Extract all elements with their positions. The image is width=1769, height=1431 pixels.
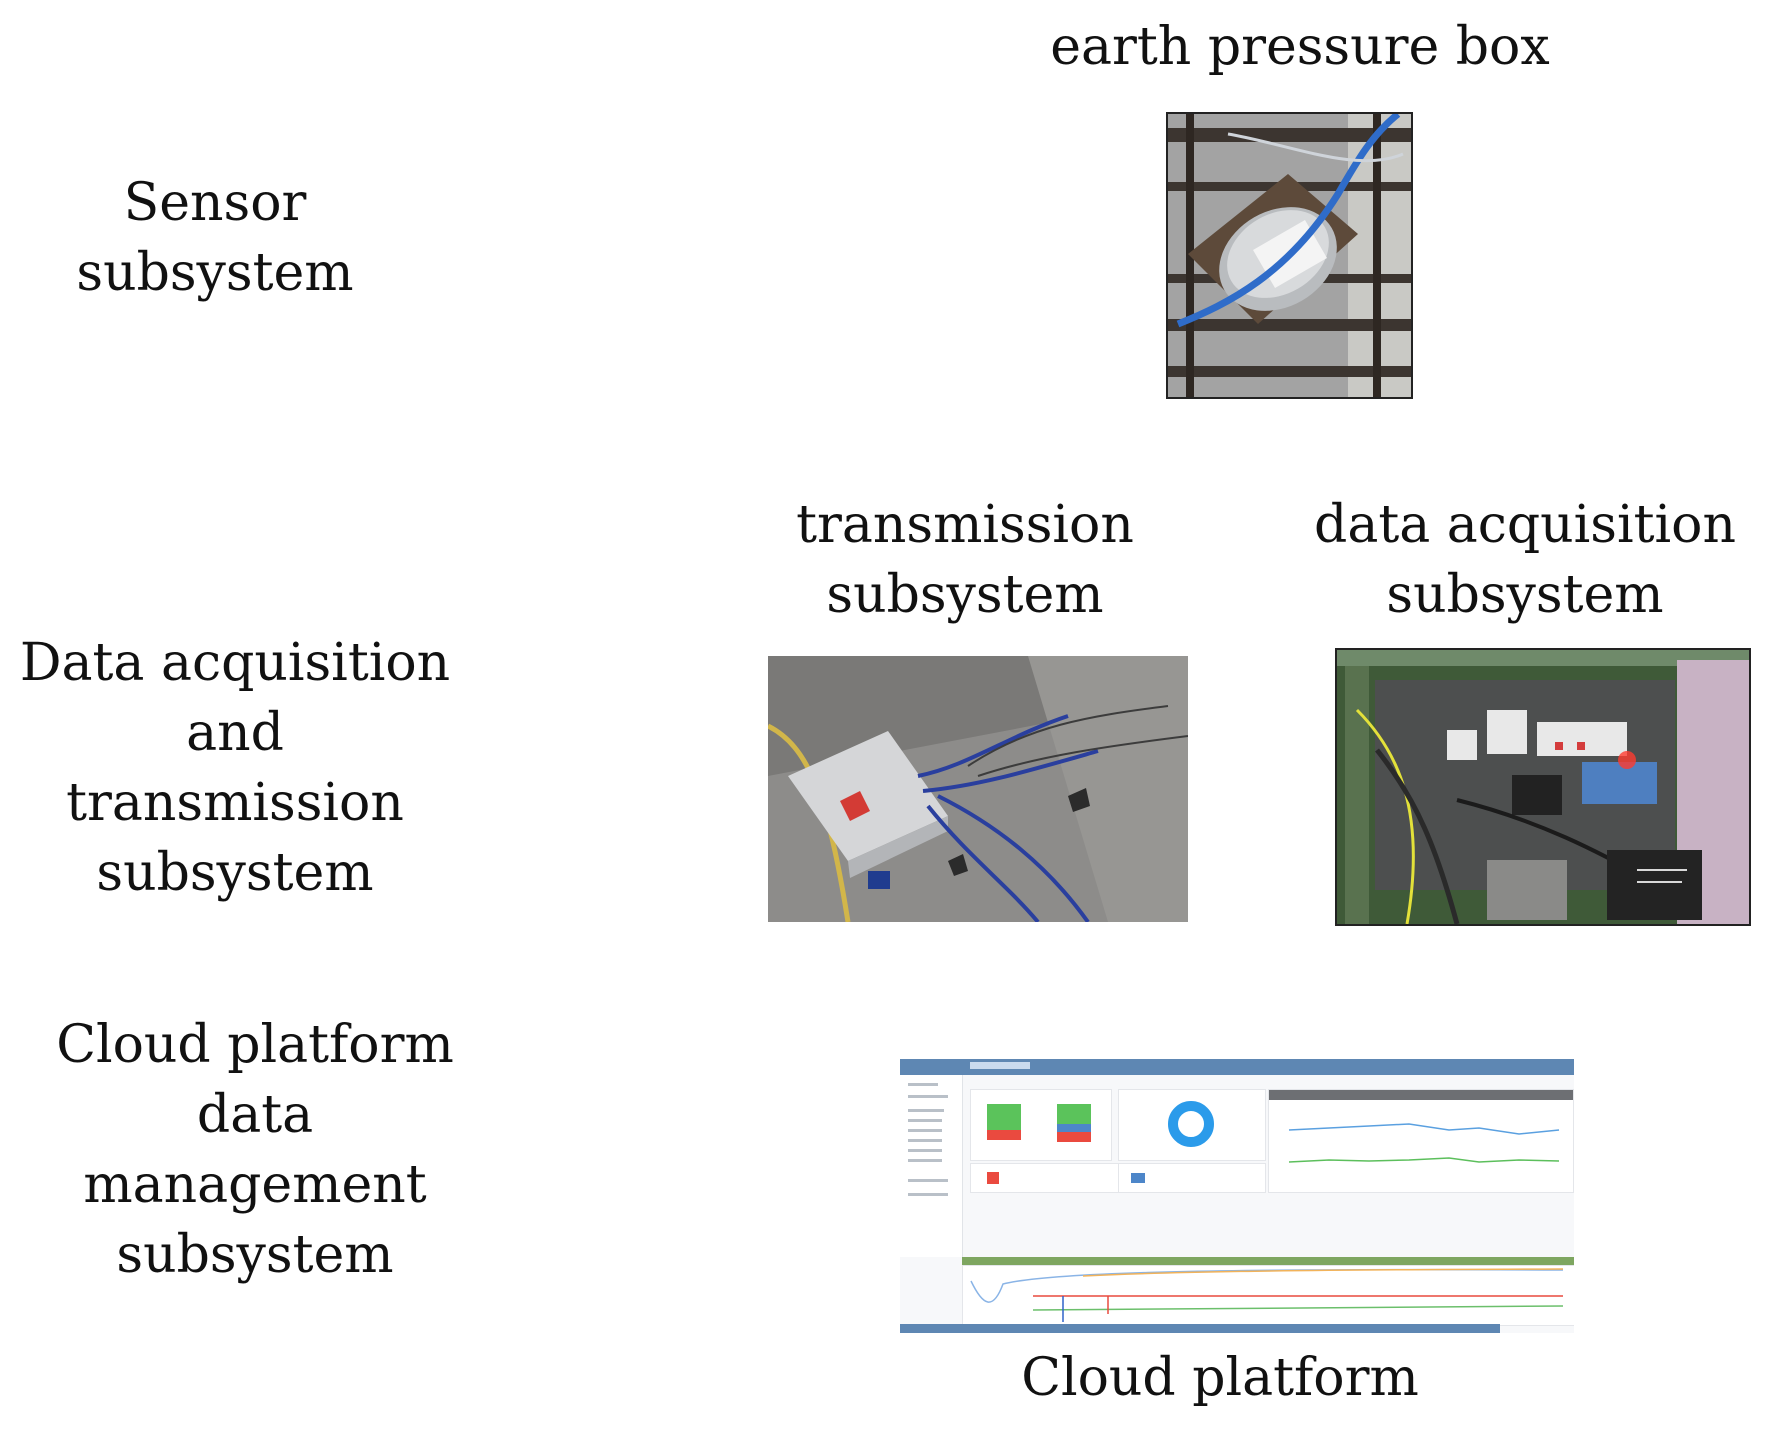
transmission-subsystem-photo [768, 656, 1188, 922]
daq-line-2: and [186, 703, 284, 763]
cloud-mgmt-line-3: management [83, 1155, 427, 1215]
data-acquisition-caption-line-1: data acquisition [1314, 495, 1736, 555]
daq-transmission-subsystem-label: Data acquisition and transmission subsys… [10, 628, 460, 908]
platform-trend-card [1268, 1089, 1574, 1193]
cloud-platform-screenshot [900, 1059, 1574, 1333]
earth-pressure-box-caption: earth pressure box [1000, 12, 1600, 82]
cloud-mgmt-line-4: subsystem [116, 1225, 394, 1285]
transmission-caption-line-1: transmission [796, 495, 1134, 555]
daq-line-1: Data acquisition [19, 633, 451, 693]
platform-main-chart [962, 1265, 1574, 1326]
platform-header-bar [900, 1059, 1574, 1075]
platform-section-bar [962, 1257, 1574, 1265]
cloud-platform-caption-text: Cloud platform [1021, 1348, 1419, 1408]
sensor-subsystem-label: Sensor subsystem [60, 168, 370, 308]
platform-title-placeholder [970, 1062, 1030, 1069]
platform-share-card [1118, 1163, 1266, 1193]
platform-footer-bar [900, 1324, 1500, 1333]
platform-sidebar [900, 1075, 963, 1257]
data-acquisition-caption-line-2: subsystem [1386, 565, 1664, 625]
daq-line-3: transmission [66, 773, 404, 833]
cloud-platform-caption: Cloud platform [920, 1343, 1520, 1413]
daq-line-4: subsystem [96, 843, 374, 903]
transmission-caption-line-2: subsystem [826, 565, 1104, 625]
transmission-subsystem-caption: transmission subsystem [755, 490, 1175, 630]
cloud-data-management-subsystem-label: Cloud platform data management subsystem [30, 1010, 480, 1290]
data-acquisition-subsystem-caption: data acquisition subsystem [1290, 490, 1760, 630]
data-acquisition-subsystem-photo [1335, 648, 1751, 926]
platform-status-card [970, 1089, 1112, 1161]
earth-pressure-box-photo [1166, 112, 1413, 399]
cloud-mgmt-line-1: Cloud platform [56, 1015, 454, 1075]
earth-pressure-box-caption-text: earth pressure box [1050, 17, 1550, 77]
sensor-subsystem-line-1: Sensor [123, 173, 307, 233]
sensor-subsystem-line-2: subsystem [76, 243, 354, 303]
platform-donut-card [1118, 1089, 1266, 1161]
cloud-mgmt-line-2: data [196, 1085, 314, 1145]
